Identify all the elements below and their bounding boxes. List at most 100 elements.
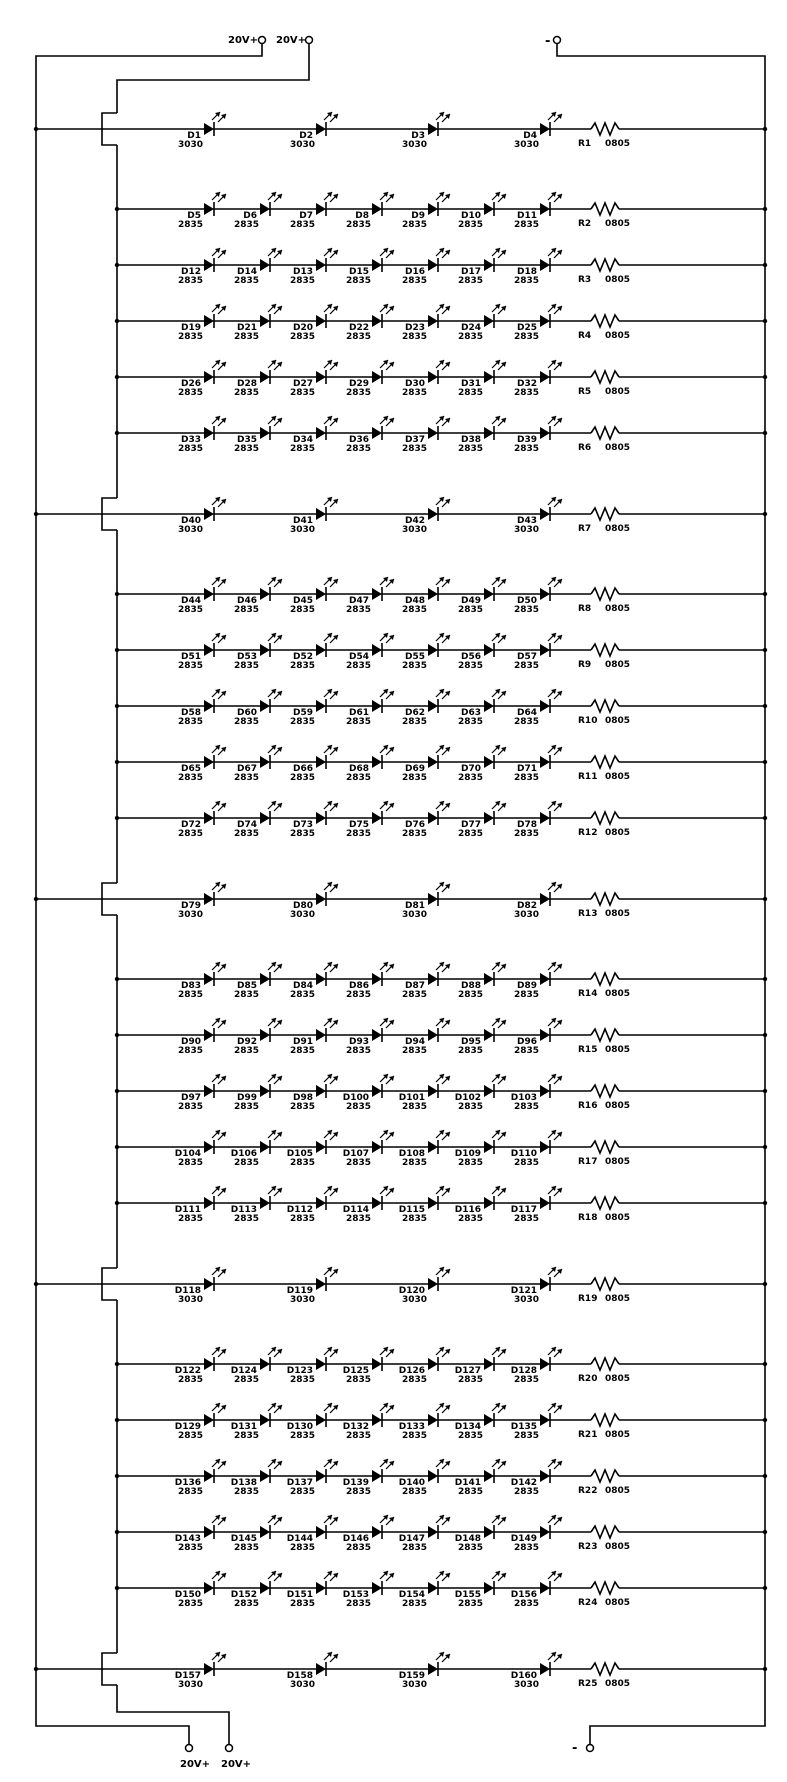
led-designator: D50: [517, 596, 537, 606]
led-triangle: [540, 588, 550, 600]
emission-arrowhead: [445, 1573, 450, 1578]
resistor-designator: R25: [578, 1679, 597, 1689]
led-designator: D23: [405, 323, 425, 333]
junction-dot: [762, 1417, 768, 1423]
emission-arrowhead: [389, 1020, 394, 1025]
led-designator: D99: [237, 1093, 257, 1103]
emission-arrowhead: [333, 362, 338, 367]
emission-arrowhead: [551, 248, 556, 253]
terminal-top-pos-right[interactable]: [304, 35, 314, 45]
junction-dot: [762, 126, 768, 132]
led-designator: D4: [523, 131, 537, 141]
led-designator: D21: [237, 323, 257, 333]
led-designator: D149: [511, 1534, 537, 1544]
led-designator: D136: [175, 1478, 201, 1488]
junction-dot: [762, 1088, 768, 1094]
led-triangle: [260, 1414, 270, 1426]
led-package: 2835: [346, 1431, 371, 1441]
led-designator: D139: [343, 1478, 369, 1488]
emission-arrowhead: [215, 1515, 220, 1520]
led-package: 2835: [402, 1158, 427, 1168]
emission-arrowhead: [277, 306, 282, 311]
led-designator: D16: [405, 267, 425, 277]
emission-arrowhead: [445, 747, 450, 752]
led-designator: D28: [237, 379, 257, 389]
led-designator: D48: [405, 596, 425, 606]
emission-arrowhead: [495, 1130, 500, 1135]
emission-arrowhead: [277, 635, 282, 640]
emission-arrowhead: [383, 1074, 388, 1079]
emission-arrowhead: [557, 1269, 562, 1274]
emission-arrowhead: [557, 250, 562, 255]
led-package: 2835: [402, 990, 427, 1000]
emission-arrowhead: [327, 1347, 332, 1352]
junction-dot: [762, 1361, 768, 1367]
emission-arrowhead: [333, 1269, 338, 1274]
junction-dot: [762, 318, 768, 324]
led-triangle: [484, 756, 494, 768]
led-designator: D47: [349, 596, 369, 606]
resistor-package: 0805: [605, 524, 630, 534]
led-package: 2835: [178, 605, 203, 615]
led-triangle: [260, 644, 270, 656]
emission-arrowhead: [221, 803, 226, 808]
led-symbol: [540, 1185, 563, 1210]
led-symbol: [484, 632, 507, 657]
row-tap-wire: [36, 112, 117, 130]
led-designator: D1: [187, 131, 201, 141]
led-triangle: [484, 700, 494, 712]
led-triangle: [260, 259, 270, 271]
led-symbol: [204, 359, 227, 384]
led-designator: D109: [455, 1149, 481, 1159]
terminal-bottom-pos-left[interactable]: [184, 1743, 194, 1753]
led-designator: D52: [293, 652, 313, 662]
led-package: 3030: [178, 1680, 203, 1690]
emission-arrowhead: [215, 360, 220, 365]
led-package: 3030: [402, 525, 427, 535]
led-symbol: [204, 1073, 227, 1098]
resistor-package: 0805: [605, 275, 630, 285]
led-package: 2835: [234, 717, 259, 727]
emission-arrowhead: [221, 747, 226, 752]
led-package: 2835: [346, 1543, 371, 1553]
led-package: 2835: [234, 1599, 259, 1609]
emission-arrowhead: [327, 801, 332, 806]
led-triangle: [484, 203, 494, 215]
led-symbol: [484, 1073, 507, 1098]
led-package: 2835: [346, 717, 371, 727]
terminal-top-neg[interactable]: [552, 35, 562, 45]
junction-dot: [762, 896, 768, 902]
terminal-bottom-pos-right[interactable]: [224, 1743, 234, 1753]
emission-arrowhead: [551, 1403, 556, 1408]
emission-arrowhead: [557, 499, 562, 504]
led-designator: D18: [517, 267, 537, 277]
emission-arrowhead: [271, 962, 276, 967]
emission-arrowhead: [495, 1347, 500, 1352]
terminal-bottom-neg[interactable]: [585, 1743, 595, 1753]
led-triangle: [204, 973, 214, 985]
led-triangle: [540, 1470, 550, 1482]
led-symbol: [484, 961, 507, 986]
led-package: 3030: [514, 140, 539, 150]
terminal-top-pos-left[interactable]: [257, 35, 267, 45]
emission-arrowhead: [327, 962, 332, 967]
emission-arrowhead: [557, 635, 562, 640]
emission-arrowhead: [495, 360, 500, 365]
led-designator: D44: [181, 596, 201, 606]
led-designator: D60: [237, 708, 257, 718]
led-symbol: [260, 247, 283, 272]
led-package: 2835: [178, 1214, 203, 1224]
emission-arrowhead: [389, 964, 394, 969]
led-package: 2835: [458, 1431, 483, 1441]
led-package: 3030: [514, 1295, 539, 1305]
led-symbol: [484, 1402, 507, 1427]
led-symbol: [316, 576, 339, 601]
led-triangle: [260, 1358, 270, 1370]
emission-arrowhead: [445, 362, 450, 367]
emission-arrowhead: [439, 1459, 444, 1464]
led-triangle: [428, 1085, 438, 1097]
resistor-package: 0805: [605, 828, 630, 838]
